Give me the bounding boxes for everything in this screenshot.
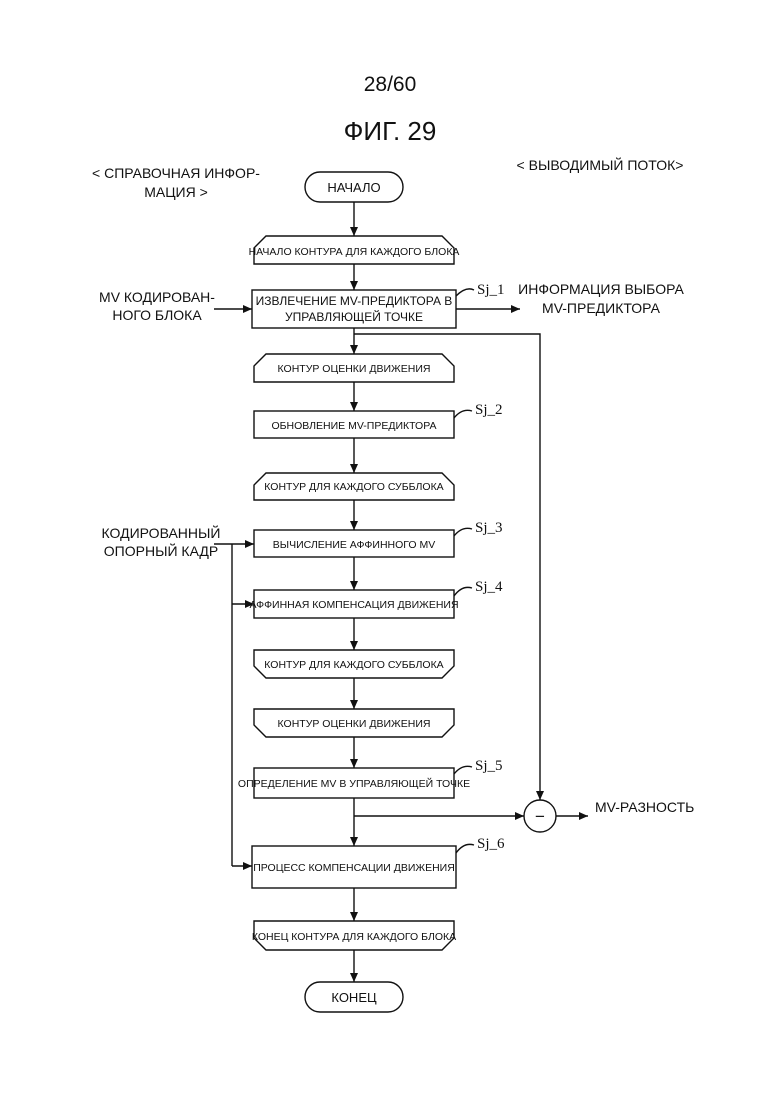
- subblock-loop-end-label: КОНТУР ДЛЯ КАЖДОГО СУББЛОКА: [264, 659, 443, 671]
- step-tag-sj6: Sj_6: [477, 836, 505, 852]
- predictor-info-label-line2: MV-ПРЕДИКТОРА: [542, 300, 661, 316]
- subblock-loop-start-label: КОНТУР ДЛЯ КАЖДОГО СУББЛОКА: [264, 481, 443, 493]
- figure-title: ФИГ. 29: [344, 116, 437, 146]
- extract-predictor-label-line2: УПРАВЛЯЮЩЕЙ ТОЧКЕ: [285, 309, 423, 324]
- me-loop-end-label: КОНТУР ОЦЕНКИ ДВИЖЕНИЯ: [278, 718, 431, 730]
- reference-info-label-line1: < СПРАВОЧНАЯ ИНФОР-: [92, 165, 260, 181]
- leader-sj5: [454, 766, 472, 774]
- extract-predictor-label-line1: ИЗВЛЕЧЕНИЕ MV-ПРЕДИКТОРА В: [256, 294, 453, 308]
- subtractor-symbol: −: [535, 807, 545, 826]
- leader-sj1: [456, 289, 474, 296]
- affine-comp-label: АФФИННАЯ КОМПЕНСАЦИЯ ДВИЖЕНИЯ: [249, 599, 458, 611]
- leader-sj3: [454, 528, 472, 536]
- leader-sj4: [454, 587, 472, 596]
- leader-sj2: [454, 410, 472, 418]
- step-tag-sj4: Sj_4: [475, 579, 503, 595]
- leader-sj6: [456, 844, 474, 853]
- output-stream-label: < ВЫВОДИМЫЙ ПОТОК>: [517, 156, 684, 173]
- coded-block-mv-label-line1: MV КОДИРОВАН-: [99, 289, 215, 305]
- update-predictor-label: ОБНОВЛЕНИЕ MV-ПРЕДИКТОРА: [271, 420, 436, 432]
- mv-difference-label: MV-РАЗНОСТЬ: [595, 799, 694, 815]
- step-tag-sj5: Sj_5: [475, 758, 503, 774]
- predictor-info-label-line1: ИНФОРМАЦИЯ ВЫБОРА: [518, 281, 684, 297]
- reference-info-label-line2: МАЦИЯ >: [144, 184, 208, 200]
- affine-mv-label: ВЫЧИСЛЕНИЕ АФФИННОГО MV: [273, 539, 435, 551]
- mc-process-label: ПРОЦЕСС КОМПЕНСАЦИИ ДВИЖЕНИЯ: [253, 862, 455, 874]
- loop-block-end-label: КОНЕЦ КОНТУРА ДЛЯ КАЖДОГО БЛОКА: [252, 931, 456, 943]
- step-tag-sj1: Sj_1: [477, 282, 505, 298]
- me-loop-start-label: КОНТУР ОЦЕНКИ ДВИЖЕНИЯ: [278, 363, 431, 375]
- ref-frame-label-line1: КОДИРОВАННЫЙ: [102, 524, 221, 541]
- ref-frame-label-line2: ОПОРНЫЙ КАДР: [104, 542, 218, 559]
- step-tag-sj3: Sj_3: [475, 520, 503, 536]
- determine-mv-label: ОПРЕДЕЛЕНИЕ MV В УПРАВЛЯЮЩЕЙ ТОЧКЕ: [238, 777, 470, 790]
- end-label: КОНЕЦ: [331, 990, 377, 1005]
- page-number: 28/60: [364, 73, 417, 96]
- step-tag-sj2: Sj_2: [475, 402, 503, 418]
- start-label: НАЧАЛО: [327, 180, 380, 195]
- coded-block-mv-label-line2: НОГО БЛОКА: [112, 307, 202, 323]
- loop-block-start-label: НАЧАЛО КОНТУРА ДЛЯ КАЖДОГО БЛОКА: [249, 246, 460, 258]
